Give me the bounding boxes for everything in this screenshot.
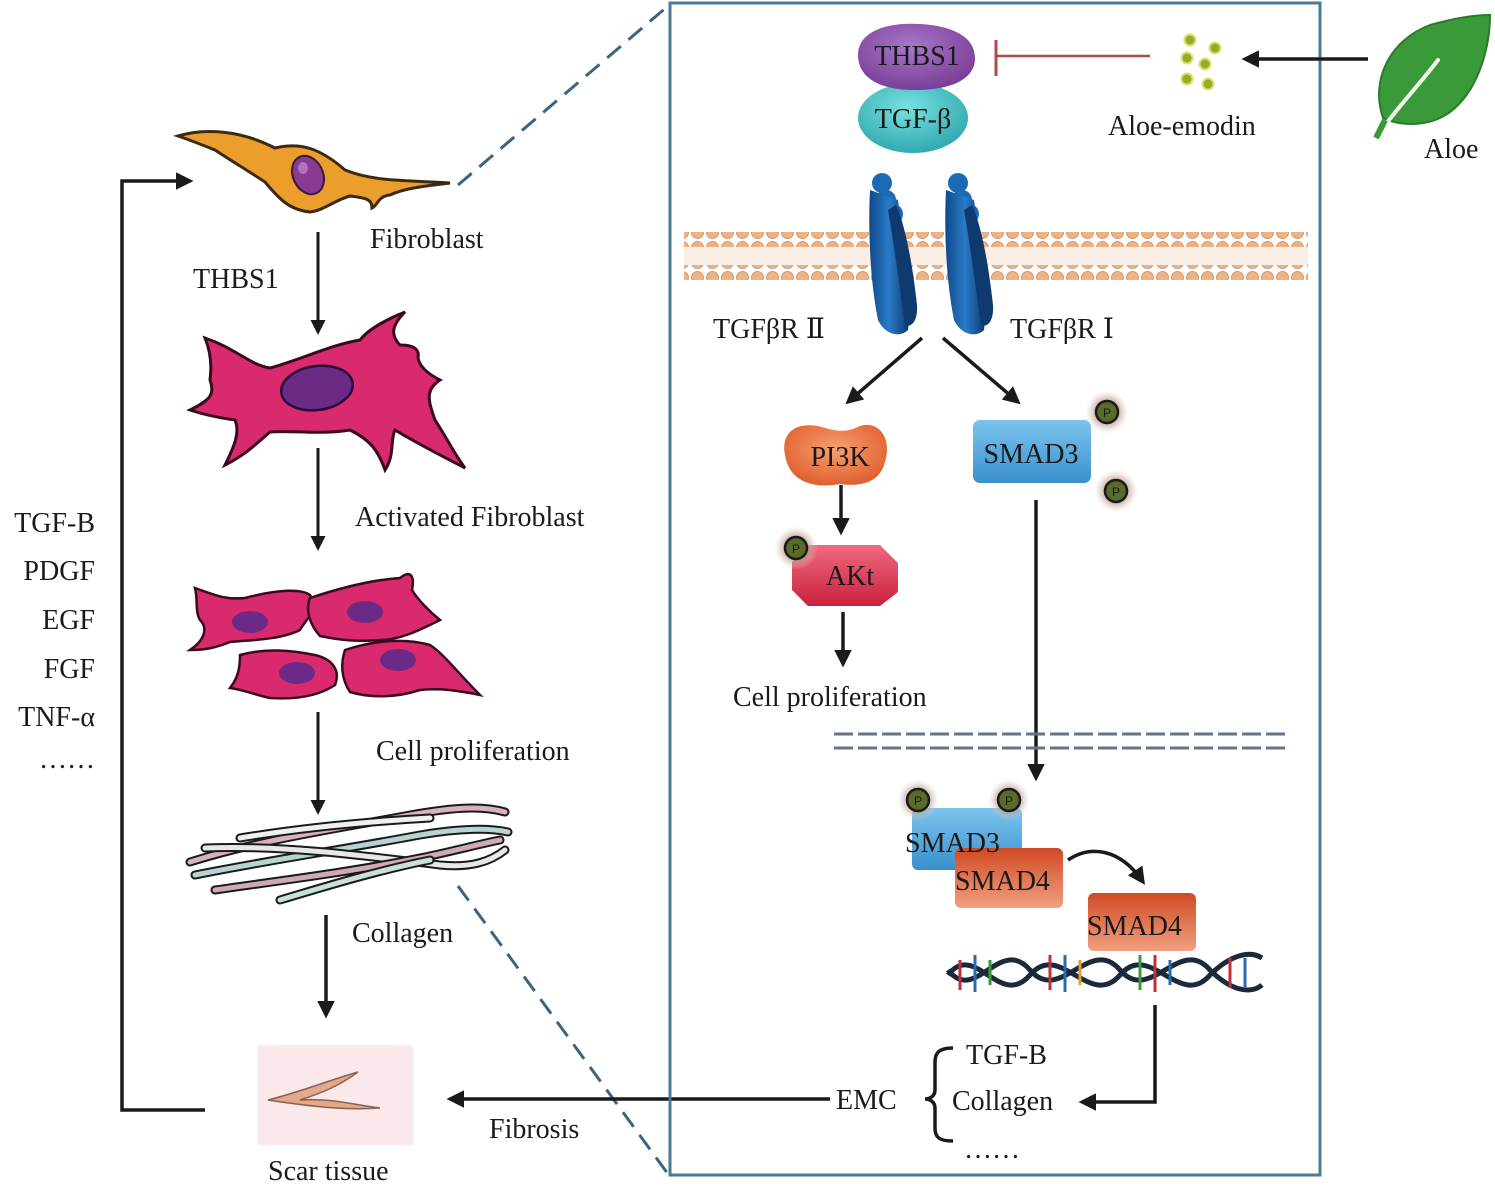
akt-label: AKt: [826, 561, 874, 592]
fibrosis-label: Fibrosis: [489, 1114, 579, 1145]
svg-text:P: P: [1005, 794, 1013, 808]
callout-line-top: [457, 4, 669, 187]
cell-proliferation-outcome-label: Cell proliferation: [733, 682, 927, 713]
fibroblast-cell-icon: [173, 130, 451, 214]
feedback-loop-arrow: [120, 172, 205, 1112]
aloe-label: Aloe: [1424, 134, 1478, 165]
arrow-smad4-release: [1067, 849, 1145, 885]
tgf-beta-label: TGF-β: [875, 104, 951, 135]
factor-tnf-alpha: TNF-α: [18, 702, 95, 733]
cell-detail-panel: [668, 1, 1322, 1177]
svg-text:P: P: [792, 542, 800, 556]
factor-egf: EGF: [42, 605, 95, 636]
tgfbr1-label: TGFβR Ⅰ: [1010, 314, 1114, 345]
activated-fibroblast-label: Activated Fibroblast: [355, 502, 585, 533]
smad3-smad4-complex-icon: [912, 808, 1063, 908]
fibroblast-label: Fibroblast: [370, 224, 484, 255]
smad4-complex-label: SMAD4: [955, 866, 1050, 897]
thbs1-stimulus-label: THBS1: [193, 264, 279, 295]
arrow-to-pi3k: [845, 336, 924, 405]
akt-protein-icon: [792, 545, 898, 606]
tgfbr2-receptor-icon: [869, 173, 918, 335]
growth-factors-list: TGF-B PDGF EGF FGF TNF-α ……: [14, 508, 95, 775]
pi3k-label: PI3K: [810, 442, 869, 473]
arrow-dna-to-emc: [1078, 1005, 1157, 1111]
svg-text:P: P: [1112, 485, 1120, 499]
cell-proliferation-label: Cell proliferation: [376, 736, 570, 767]
arrow-to-smad3: [941, 336, 1021, 405]
smad3-label: SMAD3: [984, 439, 1079, 470]
smad3-protein-icon: [973, 420, 1091, 483]
nuclear-membrane: [834, 732, 1290, 750]
svg-text:P: P: [1103, 406, 1111, 420]
aloe-emodin-molecule-icon: [1180, 33, 1222, 91]
proliferating-cells-icon: [185, 573, 484, 700]
factor-fgf: FGF: [44, 654, 95, 685]
factor-pdgf: PDGF: [23, 556, 95, 587]
emc-item-more: ……: [964, 1134, 1020, 1165]
tgfbr1-receptor-icon: [945, 173, 994, 335]
dna-helix-icon: [946, 951, 1264, 993]
factor-more: ……: [39, 744, 95, 775]
emc-brace: [924, 1046, 954, 1143]
emc-item-collagen: Collagen: [952, 1086, 1053, 1117]
tgf-beta-ligand-icon: [858, 83, 968, 153]
collagen-label: Collagen: [352, 918, 453, 949]
phospho-group-icon: P: [774, 526, 818, 570]
thbs1-protein-icon: [858, 23, 975, 90]
aloe-leaf-icon: [1373, 13, 1492, 140]
phospho-group-icon: P: [1094, 469, 1138, 513]
emc-item-tgf-b: TGF-B: [966, 1040, 1047, 1071]
phospho-group-icon: P: [897, 779, 939, 821]
pi3k-protein-icon: [784, 424, 888, 486]
callout-line-bottom: [456, 885, 670, 1175]
activated-fibroblast-icon: [186, 310, 467, 474]
aloe-emodin-label: Aloe-emodin: [1108, 111, 1256, 142]
collagen-fibers-icon: [185, 803, 513, 905]
thbs1-label: THBS1: [874, 41, 960, 72]
scar-tissue-icon: [258, 1045, 413, 1145]
smad3-complex-label: SMAD3: [905, 828, 1000, 859]
phospho-group-icon: P: [988, 779, 1030, 821]
cell-membrane: [684, 232, 1308, 280]
smad4-free-protein-icon: [1088, 893, 1196, 951]
inhibition-arrow: [994, 40, 1150, 76]
factor-tgf-b: TGF-B: [14, 508, 95, 539]
scar-tissue-label: Scar tissue: [268, 1156, 389, 1186]
svg-text:P: P: [914, 794, 922, 808]
emc-label: EMC: [836, 1085, 897, 1116]
phospho-group-icon: P: [1085, 390, 1129, 434]
smad4-free-label: SMAD4: [1087, 911, 1182, 942]
tgfbr2-label: TGFβR Ⅱ: [713, 314, 825, 345]
